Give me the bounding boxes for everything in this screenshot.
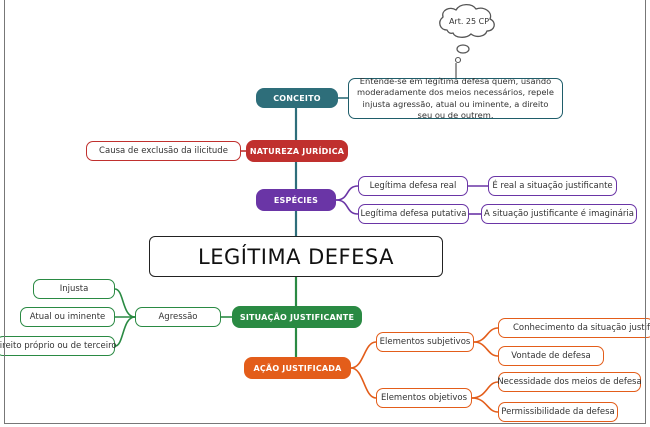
natureza-text: Causa de exclusão da ilicitude: [86, 141, 241, 161]
thought-cloud-icon: [439, 3, 495, 64]
link-conhecimento: [473, 327, 499, 343]
link-injusta: [114, 288, 136, 318]
injusta: Injusta: [33, 279, 115, 299]
especie-real: Legítima defesa real: [358, 176, 468, 196]
permissibilidade: Permissibilidade da defesa: [498, 402, 618, 422]
acao-label[interactable]: AÇÃO JUSTIFICADA: [244, 357, 351, 379]
conhecimento: Conhecimento da situação justificante: [498, 318, 650, 338]
especie-putativa-desc: A situação justificante é imaginária: [481, 204, 637, 224]
vontade: Vontade de defesa: [498, 346, 604, 366]
especies-label[interactable]: ESPÉCIES: [256, 189, 336, 211]
agressao: Agressão: [135, 307, 221, 327]
link-direito: [114, 316, 136, 347]
elementos-subjetivos: Elementos subjetivos: [376, 332, 474, 352]
link-especies-putativa: [335, 199, 359, 215]
conceito-label[interactable]: CONCEITO: [256, 88, 338, 108]
central-topic[interactable]: LEGÍTIMA DEFESA: [149, 236, 443, 277]
link-objetivos: [350, 367, 377, 399]
especie-real-desc: É real a situação justificante: [488, 176, 617, 196]
note-art-25-cp: Art. 25 CP: [448, 16, 490, 26]
link-subjetivos: [350, 341, 377, 369]
atual-iminente: Atual ou iminente: [20, 307, 115, 327]
link-necessidade: [471, 381, 499, 399]
elementos-objetivos: Elementos objetivos: [376, 388, 472, 408]
link-permissibilidade: [471, 397, 499, 413]
conceito-text: Entende-se em legítima defesa quem, usan…: [348, 76, 563, 120]
link-vontade: [473, 341, 499, 357]
necessidade: Necessidade dos meios de defesa: [497, 372, 642, 392]
direito-proprio: direito próprio ou de terceiro: [0, 336, 117, 356]
natureza-label[interactable]: NATUREZA JURÍDICA: [246, 140, 348, 162]
link-especies-real: [335, 185, 359, 201]
situacao-label[interactable]: SITUAÇÃO JUSTIFICANTE: [232, 306, 362, 328]
especie-putativa: Legítima defesa putativa: [358, 204, 469, 224]
